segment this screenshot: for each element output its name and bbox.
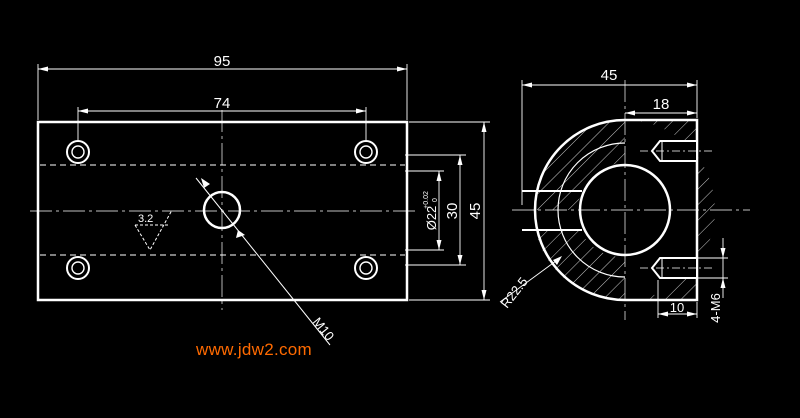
r22-leader xyxy=(499,257,561,303)
label-side-10: 10 xyxy=(670,300,684,315)
front-view xyxy=(30,64,490,346)
label-m10: M10 xyxy=(310,314,338,343)
mounting-hole-bl xyxy=(66,256,90,280)
dim-side-45 xyxy=(521,80,698,205)
label-74: 74 xyxy=(214,95,231,112)
watermark-text: www.jdw2.com xyxy=(196,340,313,359)
label-surface-finish: 3.2 xyxy=(138,213,153,225)
label-side-m6: 4-M6 xyxy=(708,293,723,323)
dim-95 xyxy=(37,64,408,120)
mounting-hole-tr xyxy=(354,140,378,164)
label-bore-upper-tol: +0.02 xyxy=(423,191,430,209)
label-side-45: 45 xyxy=(601,67,618,84)
dim-45-height xyxy=(409,121,490,301)
label-bore: Ø22 xyxy=(424,206,439,231)
mounting-hole-br xyxy=(354,256,378,280)
m10-leader-line xyxy=(195,177,331,346)
dim-side-10 xyxy=(657,280,698,318)
label-30: 30 xyxy=(444,203,461,220)
mounting-hole-tl xyxy=(66,140,90,164)
dim-side-m6 xyxy=(697,238,728,298)
label-r22: R22.5 xyxy=(498,274,531,311)
surface-finish-symbol xyxy=(134,209,173,252)
dim-30 xyxy=(405,154,466,266)
label-side-18: 18 xyxy=(653,96,670,113)
label-bore-lower-tol: 0 xyxy=(432,198,439,202)
center-threaded-hole xyxy=(202,190,242,230)
side-view xyxy=(499,80,750,320)
dim-74 xyxy=(77,107,367,140)
dim-bore xyxy=(405,170,444,251)
label-95: 95 xyxy=(214,53,231,70)
section-hatch-arc xyxy=(535,120,625,210)
dim-side-18 xyxy=(625,110,697,116)
label-45-height: 45 xyxy=(467,203,484,220)
side-outline xyxy=(533,118,699,302)
